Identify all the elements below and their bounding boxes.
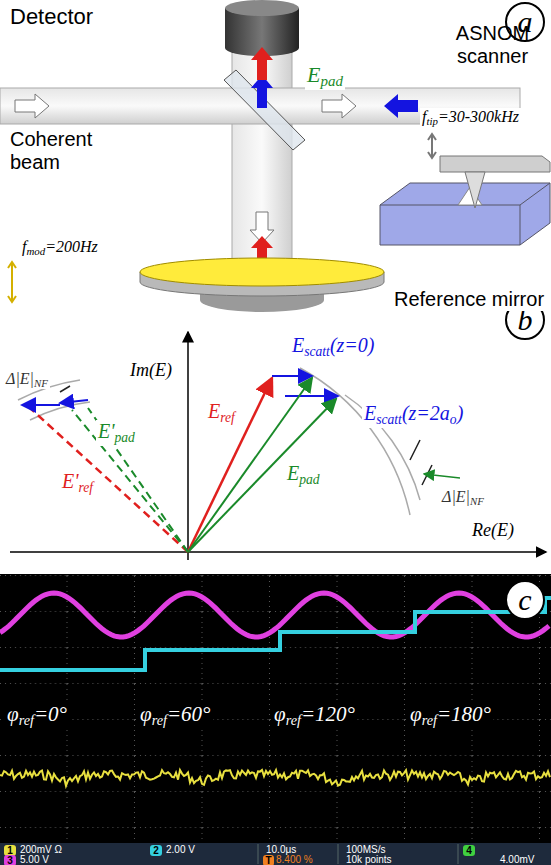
label-group: Escatt(z=0): [290, 334, 377, 360]
label-group: E'pad: [96, 420, 137, 446]
label-group: 10.0μs: [266, 844, 296, 855]
channel-badge: 4: [463, 845, 475, 856]
subscript: ref: [19, 712, 34, 728]
label-group: 200mV Ω: [20, 844, 62, 855]
label: f: [422, 108, 426, 125]
subscript: pad: [320, 73, 342, 89]
label: 100MS/s: [346, 844, 385, 855]
label-group: 4.00mV: [500, 854, 534, 865]
label: Im(E): [130, 360, 172, 380]
label-group: Δ|E|NF: [4, 370, 50, 389]
label: E: [287, 462, 299, 484]
label: E: [292, 334, 304, 356]
label: E: [208, 400, 220, 422]
label-group: Re(E): [470, 520, 516, 541]
channel-badge: 2: [150, 845, 162, 856]
label: φ: [7, 702, 19, 726]
label-group: fmod=200Hz: [20, 238, 100, 257]
label: =180°: [437, 702, 491, 726]
label-group: 100MS/s: [346, 844, 385, 855]
subscript: ref: [422, 712, 437, 728]
label: Δ|E|: [442, 488, 470, 505]
label: (z=0): [330, 334, 375, 356]
label: f: [22, 238, 26, 255]
label: Re(E): [472, 520, 514, 540]
label: 2.00 V: [166, 844, 195, 855]
subscript: ref: [220, 410, 235, 425]
subscript: tip: [426, 115, 437, 127]
label-group: 8.400 %: [276, 854, 313, 865]
subscript: pad: [115, 430, 135, 445]
subscript: pad: [299, 472, 319, 487]
label-group: Escatt(z=2ao): [362, 402, 465, 428]
node-text: 3: [7, 855, 13, 865]
label: 200mV Ω: [20, 844, 62, 855]
node-text: 2: [153, 845, 159, 856]
trigger-badge: T: [263, 855, 274, 865]
label: (z=2a: [402, 402, 450, 424]
subscript: NF: [470, 495, 484, 507]
label: E: [364, 402, 376, 424]
label-group: ASNOM scanner: [440, 22, 545, 68]
label: E: [307, 62, 320, 87]
subscript: ref: [152, 712, 167, 728]
label: 10k points: [346, 854, 392, 865]
subscript: scatt: [304, 344, 330, 359]
label: Coherent beam: [10, 128, 92, 173]
subscript: mod: [26, 245, 45, 257]
node-text: c: [518, 583, 531, 617]
label: ASNOM scanner: [456, 22, 529, 67]
label: =0°: [34, 702, 67, 726]
label: 10.0μs: [266, 844, 296, 855]
label: =200Hz: [45, 238, 98, 255]
label-group: ftip=30-300kHz: [420, 108, 521, 127]
label-group: Δ|E|NF: [440, 488, 486, 507]
label-group: Coherent beam: [8, 128, 122, 174]
label-group: φref=120°: [272, 702, 357, 729]
label-group: 10k points: [346, 854, 392, 865]
panel-letter: c: [505, 580, 545, 620]
label: E': [98, 420, 115, 442]
label-group: φref=60°: [138, 702, 213, 729]
label-group: φref=0°: [5, 702, 69, 729]
label: φ: [140, 702, 152, 726]
label: E': [62, 470, 79, 492]
label: 4.00mV: [500, 854, 534, 865]
label: 5.00 V: [20, 854, 49, 865]
label-group: Epad: [305, 62, 345, 90]
label: ): [457, 402, 464, 424]
subscript: ref: [286, 712, 301, 728]
label-group: 2.00 V: [166, 844, 195, 855]
label: Reference mirror: [394, 288, 544, 310]
label: 8.400 %: [276, 854, 313, 865]
subscript: ref: [79, 480, 94, 495]
label-group: E'ref: [60, 470, 95, 496]
node-text: 4: [466, 845, 472, 856]
subscript: scatt: [376, 412, 402, 427]
label-group: Epad: [285, 462, 322, 488]
label-group: Im(E): [128, 360, 174, 381]
label: =30-300kHz: [438, 108, 519, 125]
channel-badge: 3: [4, 855, 16, 865]
label: φ: [274, 702, 286, 726]
label: Δ|E|: [6, 370, 34, 387]
label-group: Reference mirror: [392, 288, 546, 311]
label: =60°: [167, 702, 211, 726]
subscript: o: [450, 412, 457, 427]
label: Detector: [10, 4, 93, 29]
label: =120°: [301, 702, 355, 726]
node-text: T: [265, 855, 271, 865]
label-group: Detector: [8, 4, 95, 30]
label: φ: [410, 702, 422, 726]
label-group: φref=180°: [408, 702, 493, 729]
label-group: Eref: [206, 400, 237, 426]
subscript: NF: [34, 377, 48, 389]
label-group: 5.00 V: [20, 854, 49, 865]
